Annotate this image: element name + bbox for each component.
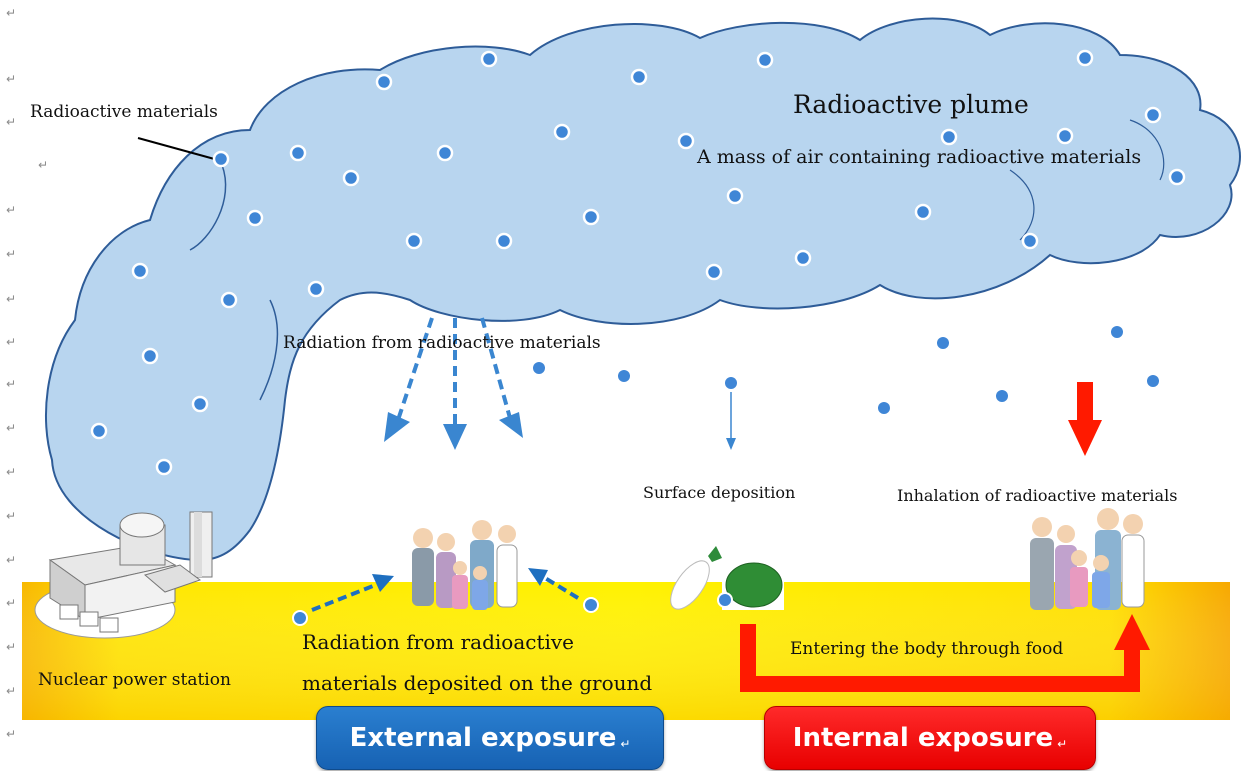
radioactive-particle bbox=[342, 169, 360, 187]
ground-radiation-label-line1: Radiation from radioactive bbox=[302, 630, 575, 654]
radioactive-particle bbox=[212, 150, 230, 168]
radioactive-particle bbox=[794, 249, 812, 267]
radioactive-particle bbox=[1144, 106, 1162, 124]
radioactive-particle bbox=[405, 232, 423, 250]
internal-exposure-label: Internal exposure bbox=[792, 723, 1054, 753]
paragraph-mark: ↵ bbox=[6, 115, 17, 129]
radioactive-particle bbox=[1056, 127, 1074, 145]
plume-title: Radioactive plume bbox=[793, 90, 1029, 119]
paragraph-mark: ↵ bbox=[6, 465, 17, 479]
radioactive-particle bbox=[289, 144, 307, 162]
external-exposure-button: External exposure↵ bbox=[316, 706, 664, 770]
paragraph-mark: ↵ bbox=[6, 292, 17, 306]
radioactive-particle bbox=[677, 132, 695, 150]
surface-deposition-label: Surface deposition bbox=[643, 483, 796, 502]
radioactive-particle bbox=[220, 291, 238, 309]
radioactive-particle bbox=[726, 187, 744, 205]
paragraph-mark: ↵ bbox=[6, 596, 17, 610]
radioactive-particle bbox=[582, 208, 600, 226]
radioactive-particle bbox=[630, 68, 648, 86]
radioactive-particle bbox=[141, 347, 159, 365]
plume-description: A mass of air containing radioactive mat… bbox=[697, 146, 1142, 168]
paragraph-mark: ↵ bbox=[6, 640, 17, 654]
paragraph-mark: ↵ bbox=[1057, 737, 1068, 751]
vegetables-icon bbox=[670, 546, 784, 610]
radioactive-particle bbox=[553, 123, 571, 141]
radioactive-particle bbox=[246, 209, 264, 227]
paragraph-mark: ↵ bbox=[620, 737, 631, 751]
paragraph-mark: ↵ bbox=[6, 509, 17, 523]
radioactive-particle bbox=[940, 128, 958, 146]
paragraph-mark: ↵ bbox=[6, 203, 17, 217]
paragraph-mark: ↵ bbox=[6, 6, 17, 20]
radioactive-materials-label: Radioactive materials bbox=[30, 102, 218, 122]
radioactive-particle bbox=[375, 73, 393, 91]
family-group-external-icon bbox=[412, 520, 518, 610]
paragraph-mark: ↵ bbox=[6, 377, 17, 391]
food-entry-label: Entering the body through food bbox=[790, 639, 1064, 659]
radioactive-particle bbox=[756, 51, 774, 69]
internal-exposure-button: Internal exposure↵ bbox=[764, 706, 1096, 770]
radioactive-particle bbox=[1076, 49, 1094, 67]
radioactive-particle bbox=[705, 263, 723, 281]
radioactive-particle bbox=[914, 203, 932, 221]
radioactive-particle bbox=[436, 144, 454, 162]
radiation-arrows-down bbox=[396, 317, 512, 428]
inhalation-label: Inhalation of radioactive materials bbox=[897, 486, 1178, 505]
paragraph-mark: ↵ bbox=[6, 684, 17, 698]
radiation-from-materials-label: Radiation from radioactive materials bbox=[283, 333, 601, 353]
radioactive-particle bbox=[131, 262, 149, 280]
paragraph-mark: ↵ bbox=[6, 553, 17, 567]
radioactive-particle bbox=[480, 50, 498, 68]
paragraph-mark: ↵ bbox=[6, 72, 17, 86]
paragraph-mark: ↵ bbox=[38, 158, 49, 172]
family-group-internal-icon bbox=[1030, 508, 1145, 610]
radioactive-particle bbox=[191, 395, 209, 413]
radioactive-particle bbox=[90, 422, 108, 440]
radioactive-particle bbox=[1168, 168, 1186, 186]
paragraph-mark: ↵ bbox=[6, 247, 17, 261]
external-exposure-label: External exposure bbox=[349, 723, 617, 753]
cloud-particles bbox=[90, 49, 1186, 476]
radioactive-particle bbox=[1021, 232, 1039, 250]
radioactive-plume-cloud bbox=[44, 17, 1241, 562]
radioactive-particle bbox=[307, 280, 325, 298]
falling-particles bbox=[533, 326, 1159, 414]
radioactive-particle bbox=[495, 232, 513, 250]
paragraph-mark: ↵ bbox=[6, 727, 17, 741]
nuclear-power-station-icon bbox=[34, 511, 213, 639]
radioactive-particle bbox=[155, 458, 173, 476]
ground-radiation-label-line2: materials deposited on the ground bbox=[302, 671, 653, 695]
paragraph-mark: ↵ bbox=[6, 335, 17, 349]
nuclear-power-station-label: Nuclear power station bbox=[38, 670, 231, 690]
paragraph-mark: ↵ bbox=[6, 421, 17, 435]
